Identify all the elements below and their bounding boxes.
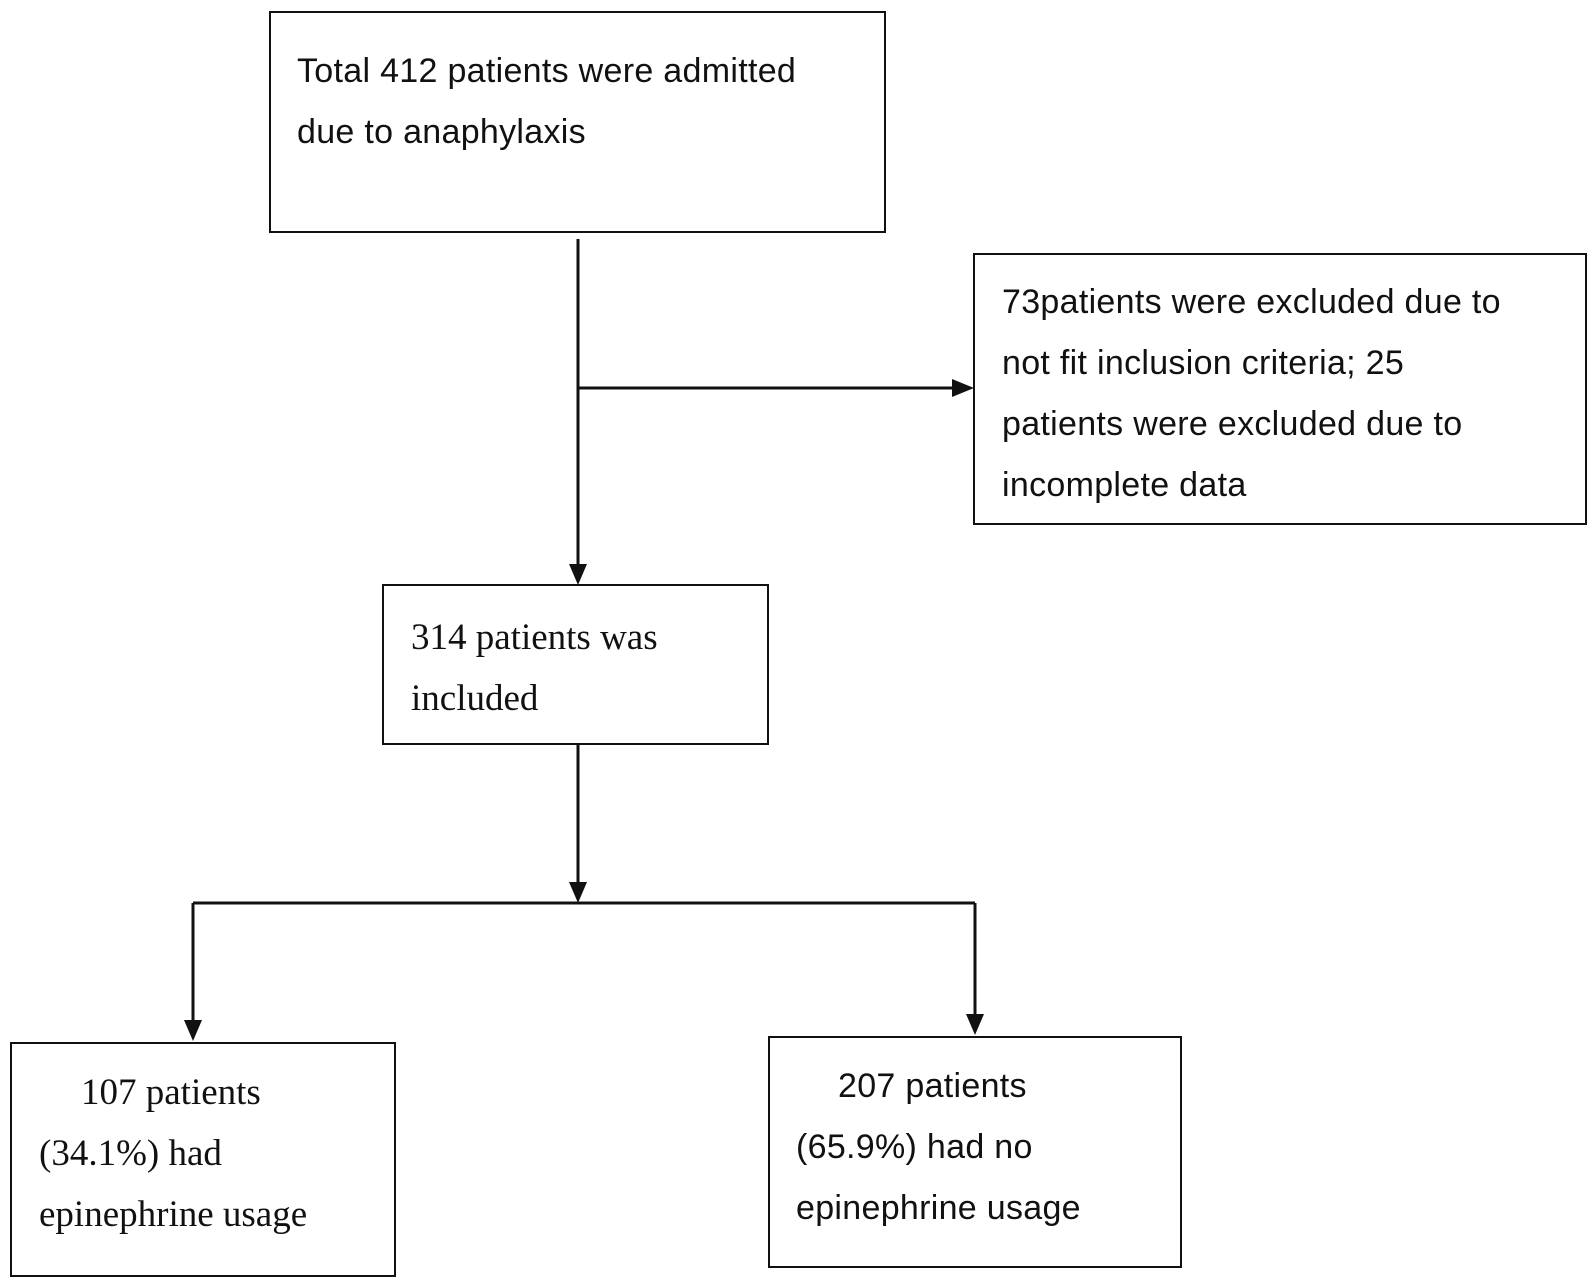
box-excluded-line-2: not fit inclusion criteria; 25 bbox=[1002, 344, 1405, 382]
box-epinephrine-line-2: (34.1%) had bbox=[39, 1133, 222, 1174]
box-included-line-1: 314 patients was bbox=[411, 617, 658, 658]
box-epinephrine-text: 107 patients (34.1%) had epinephrine usa… bbox=[39, 1062, 307, 1245]
box-included-text: 314 patients was included bbox=[411, 607, 658, 729]
box-no-epinephrine-line-3: epinephrine usage bbox=[796, 1189, 1081, 1227]
box-total-line-1: Total 412 patients were admitted bbox=[297, 52, 797, 90]
box-excluded-patients: 73patients were excluded due to not fit … bbox=[973, 253, 1587, 525]
box-epinephrine-usage: 107 patients (34.1%) had epinephrine usa… bbox=[10, 1042, 396, 1277]
arrowhead-epinephrine bbox=[184, 1020, 202, 1041]
box-included-line-2: included bbox=[411, 678, 539, 719]
arrowhead-included bbox=[569, 564, 587, 585]
box-no-epinephrine-line-1: 207 patients bbox=[838, 1067, 1027, 1105]
arrowhead-excluded bbox=[952, 379, 974, 397]
arrowhead-split bbox=[569, 882, 587, 903]
box-epinephrine-line-3: epinephrine usage bbox=[39, 1194, 308, 1235]
box-excluded-text: 73patients were excluded due to not fit … bbox=[1002, 272, 1501, 516]
box-no-epinephrine-line-2: (65.9%) had no bbox=[796, 1128, 1033, 1166]
arrowhead-no-epinephrine bbox=[966, 1014, 984, 1035]
box-excluded-line-3: patients were excluded due to bbox=[1002, 405, 1463, 443]
box-excluded-line-1: 73patients were excluded due to bbox=[1002, 283, 1501, 321]
box-excluded-line-4: incomplete data bbox=[1002, 466, 1247, 504]
box-total-line-2: due to anaphylaxis bbox=[297, 113, 586, 151]
box-epinephrine-line-1: 107 patients bbox=[81, 1072, 261, 1113]
box-total-text: Total 412 patients were admitted due to … bbox=[297, 41, 796, 163]
box-included-patients: 314 patients was included bbox=[382, 584, 769, 745]
box-total-admitted: Total 412 patients were admitted due to … bbox=[269, 11, 886, 233]
box-no-epinephrine-text: 207 patients (65.9%) had no epinephrine … bbox=[796, 1056, 1081, 1239]
box-no-epinephrine-usage: 207 patients (65.9%) had no epinephrine … bbox=[768, 1036, 1182, 1268]
